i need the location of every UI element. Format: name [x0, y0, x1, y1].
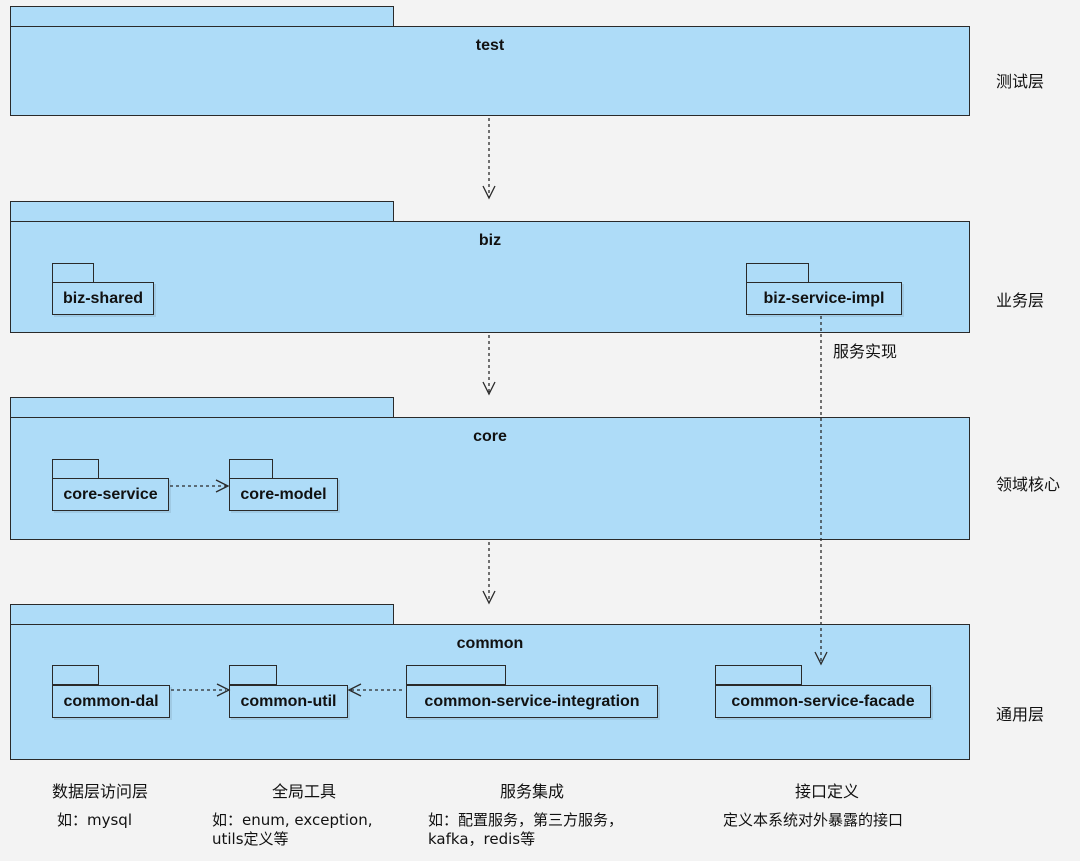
- footer-dal-title: 数据层访问层: [52, 782, 149, 801]
- impl-to-facade-arrowhead: [814, 651, 828, 666]
- common-util-module[interactable]: common-util: [229, 685, 348, 718]
- footer-integration-title: 服务集成: [500, 782, 565, 801]
- footer-util-note-line1: 如：enum, exception,: [212, 811, 373, 829]
- common-service-integration-tab: [406, 665, 506, 685]
- integration-to-util-arrowhead: [347, 683, 362, 697]
- test-package-title: test: [475, 37, 505, 54]
- biz-package-title: biz: [478, 232, 502, 249]
- common-service-facade-tab: [715, 665, 802, 685]
- footer-util-title: 全局工具: [272, 782, 337, 801]
- footer-facade-note: 定义本系统对外暴露的接口: [723, 811, 904, 829]
- core-package[interactable]: core: [10, 417, 970, 540]
- biz-service-impl-module[interactable]: biz-service-impl: [746, 282, 902, 315]
- biz-shared-module[interactable]: biz-shared: [52, 282, 154, 315]
- footer-dal-note: 如：mysql: [57, 811, 132, 829]
- dal-to-util-arrowhead: [216, 683, 231, 697]
- core-service-module[interactable]: core-service: [52, 478, 169, 511]
- biz-to-core-arrowhead: [482, 381, 496, 396]
- test-to-biz-arrowhead: [482, 185, 496, 200]
- biz-layer-label: 业务层: [996, 291, 1045, 310]
- footer-facade-title: 接口定义: [795, 782, 860, 801]
- test-package[interactable]: test: [10, 26, 970, 116]
- common-dal-tab: [52, 665, 99, 685]
- common-dal-module[interactable]: common-dal: [52, 685, 170, 718]
- common-layer-label: 通用层: [996, 705, 1045, 724]
- service-impl-edge-label: 服务实现: [833, 342, 898, 361]
- footer-integration-note-line1: 如：配置服务，第三方服务，: [428, 811, 624, 829]
- core-service-to-model-arrowhead: [215, 479, 230, 493]
- core-package-title: core: [473, 428, 507, 445]
- common-service-facade-module[interactable]: common-service-facade: [715, 685, 931, 718]
- test-layer-label: 测试层: [996, 72, 1045, 91]
- footer-util-note-line2: utils定义等: [212, 830, 289, 848]
- footer-integration-note-line2: kafka，redis等: [428, 830, 536, 848]
- common-util-tab: [229, 665, 277, 685]
- common-service-integration-module[interactable]: common-service-integration: [406, 685, 658, 718]
- core-model-module[interactable]: core-model: [229, 478, 338, 511]
- core-to-common-arrowhead: [482, 590, 496, 605]
- common-package-title: common: [456, 635, 524, 652]
- core-layer-label: 领域核心: [996, 475, 1061, 494]
